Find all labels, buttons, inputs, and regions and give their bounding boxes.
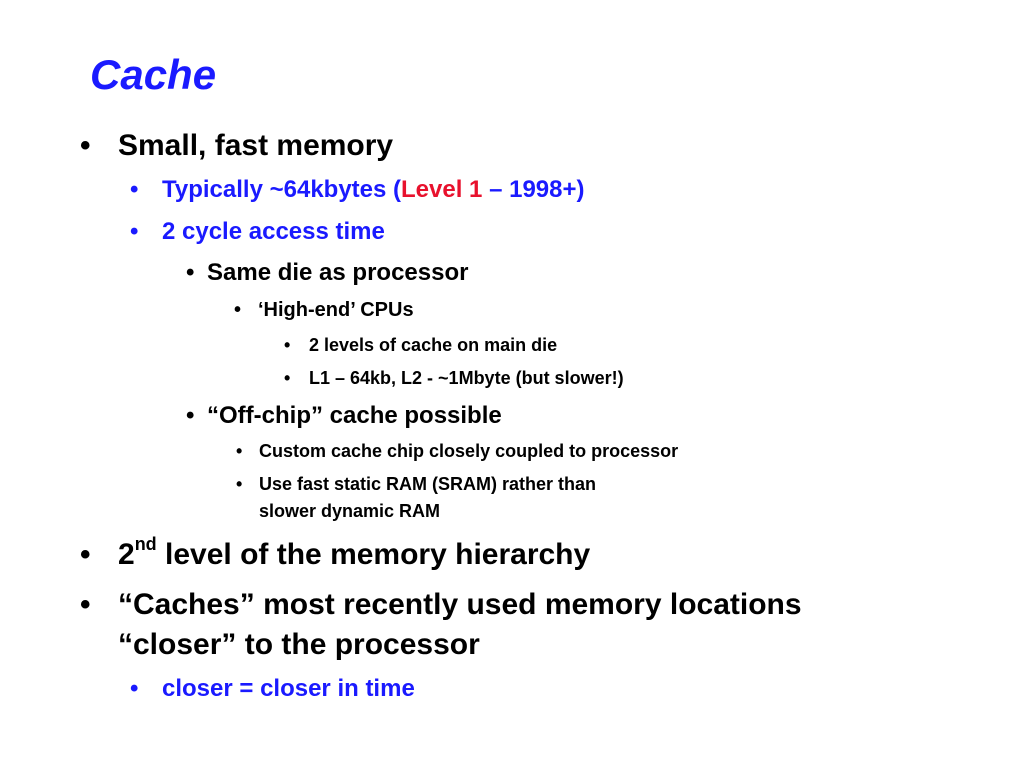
bullet-marker: • <box>236 441 243 461</box>
bullet-marker: • <box>236 474 243 494</box>
bullet-closer-in-time: closer = closer in time <box>162 675 415 702</box>
slide-title: Cache <box>90 51 217 98</box>
bullet-marker: • <box>80 538 91 571</box>
bullet-marker: • <box>130 218 139 245</box>
bullet-marker: • <box>186 259 195 286</box>
bullet-caches-line2: “closer” to the processor <box>118 628 480 661</box>
superscript-nd: nd <box>134 533 157 554</box>
bullet-high-end-cpus: ‘High-end’ CPUs <box>258 299 414 321</box>
bullet-2-cycle-access-time: 2 cycle access time <box>162 218 385 245</box>
bullet-use-fast-sram-line1: Use fast static RAM (SRAM) rather than <box>259 474 597 494</box>
bullet-same-die-as-processor: Same die as processor <box>207 259 469 286</box>
text-typically: Typically ~64kbytes ( <box>162 176 402 203</box>
bullet-2-levels-of-cache: 2 levels of cache on main die <box>309 335 558 355</box>
bullet-marker: • <box>186 402 195 429</box>
bullet-caches-line1: “Caches” most recently used memory locat… <box>118 588 802 621</box>
bullet-marker: • <box>234 299 242 321</box>
bullet-marker: • <box>284 368 291 388</box>
bullet-marker: • <box>284 335 291 355</box>
bullet-custom-cache-chip: Custom cache chip closely coupled to pro… <box>259 441 679 461</box>
bullet-marker: • <box>80 588 91 621</box>
bullet-use-fast-sram-line2: slower dynamic RAM <box>259 501 441 521</box>
bullet-small-fast-memory: Small, fast memory <box>118 129 394 162</box>
bullet-typically-64kbytes: Typically ~64kbytes (Level 1 – 1998+) <box>162 176 585 204</box>
bullet-marker: • <box>130 176 139 203</box>
bullet-2nd-level: 2nd level of the memory hierarchy <box>118 534 591 572</box>
bullet-off-chip-cache: “Off-chip” cache possible <box>207 402 502 429</box>
text-2: 2 <box>118 538 135 571</box>
bullet-marker: • <box>130 675 139 702</box>
bullet-marker: • <box>80 129 91 162</box>
bullet-l1-l2-sizes: L1 – 64kb, L2 - ~1Mbyte (but slower!) <box>309 368 624 388</box>
text-1998: – 1998+) <box>482 176 585 203</box>
text-level-1: Level 1 <box>401 176 483 203</box>
text-level-of-hierarchy: level of the memory hierarchy <box>156 538 591 571</box>
